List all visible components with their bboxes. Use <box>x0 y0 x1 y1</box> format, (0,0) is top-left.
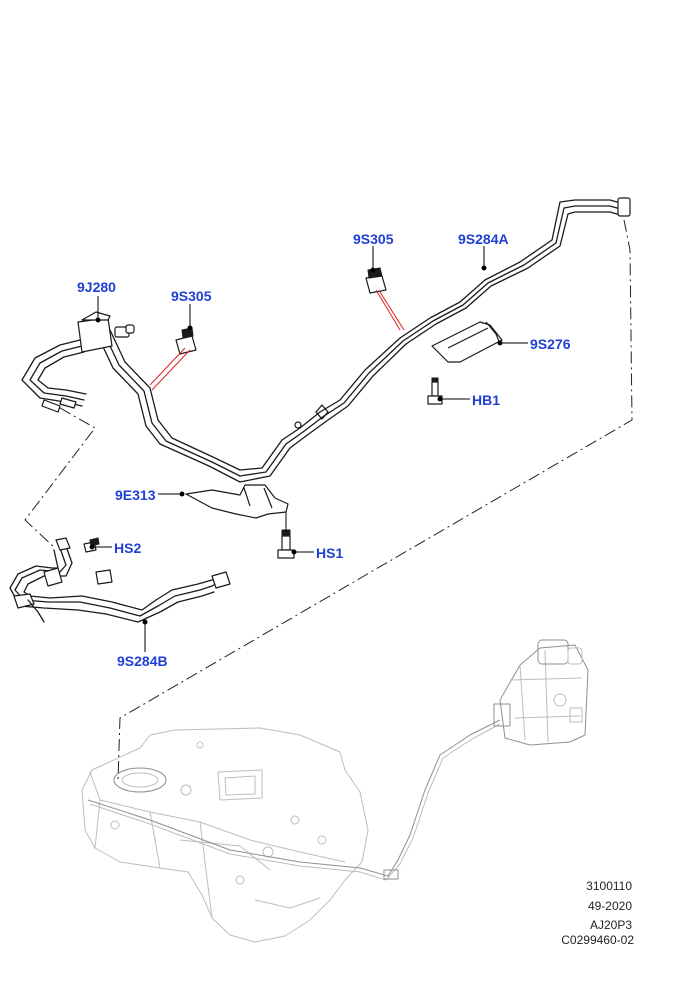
callout-9J280[interactable]: 9J280 <box>77 279 116 295</box>
fuel-line-9S284B[interactable] <box>9 537 231 623</box>
fuel-line-9J280[interactable] <box>21 311 135 413</box>
reference-line-4: C0299460-02 <box>561 933 634 947</box>
callout-HS2[interactable]: HS2 <box>114 540 141 556</box>
vapor-line-ghost <box>87 719 501 881</box>
assembly-chain-lines <box>24 219 633 781</box>
clip-9S305-left[interactable] <box>175 327 197 355</box>
callout-9E313[interactable]: 9E313 <box>115 487 156 503</box>
fuel-tank-ghost <box>81 727 369 943</box>
fuel-line-9S284A[interactable] <box>97 197 631 483</box>
bracket-9E313[interactable] <box>185 484 289 519</box>
reference-line-2: 49-2020 <box>588 899 632 913</box>
callout-9S284A[interactable]: 9S284A <box>458 231 509 247</box>
callout-HB1[interactable]: HB1 <box>472 392 500 408</box>
bolt-HS1[interactable] <box>277 529 295 559</box>
reference-line-1: 3100110 <box>586 879 632 893</box>
evap-canister-ghost <box>493 639 589 746</box>
clip-9S305-right[interactable] <box>365 267 387 294</box>
reference-block: 3100110 49-2020 AJ20P3 C0299460-02 <box>561 879 634 947</box>
callout-9S305-right[interactable]: 9S305 <box>353 231 394 247</box>
callout-9S276[interactable]: 9S276 <box>530 336 571 352</box>
leader-lines <box>89 246 528 652</box>
heat-shield-9S276[interactable] <box>431 321 503 363</box>
callout-9S284B[interactable]: 9S284B <box>117 653 168 669</box>
callout-HS1[interactable]: HS1 <box>316 545 343 561</box>
callout-9S305-left[interactable]: 9S305 <box>171 288 212 304</box>
callout-labels: 9J280 9S305 9S305 9S284A 9S276 HB1 9E313… <box>77 231 571 669</box>
reference-line-3: AJ20P3 <box>590 918 632 932</box>
